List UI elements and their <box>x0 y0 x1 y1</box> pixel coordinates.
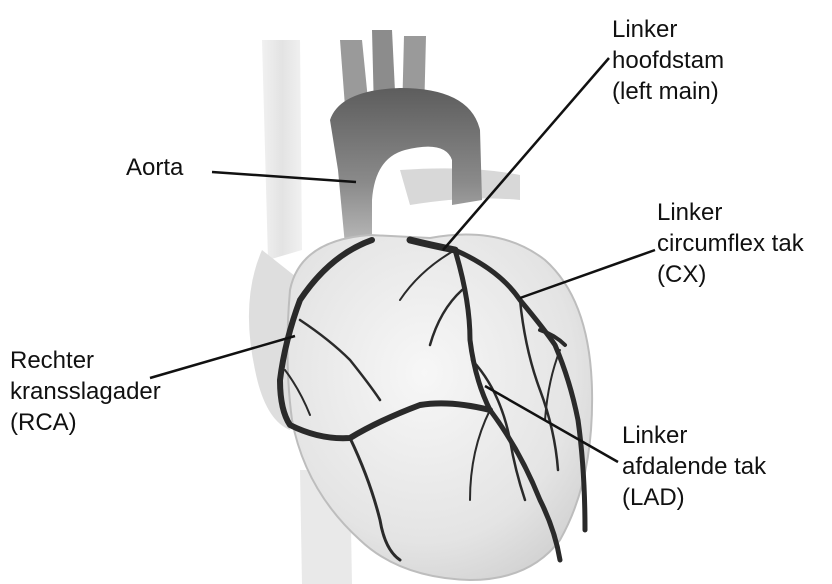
label-cx-line-2: circumflex tak <box>657 228 804 259</box>
label-cx-line-1: Linker <box>657 197 804 228</box>
label-lad: Linker afdalende tak (LAD) <box>622 420 766 513</box>
label-left-main-line-1: Linker <box>612 14 724 45</box>
label-cx-line-3: (CX) <box>657 259 804 290</box>
label-left-main: Linker hoofdstam (left main) <box>612 14 724 107</box>
label-left-main-line-2: hoofdstam <box>612 45 724 76</box>
label-lad-line-1: Linker <box>622 420 766 451</box>
label-rca-line-3: (RCA) <box>10 407 161 438</box>
label-cx: Linker circumflex tak (CX) <box>657 197 804 290</box>
label-aorta: Aorta <box>126 152 183 183</box>
label-lad-line-3: (LAD) <box>622 482 766 513</box>
label-rca-line-1: Rechter <box>10 345 161 376</box>
label-aorta-line-1: Aorta <box>126 152 183 183</box>
label-rca-line-2: kransslagader <box>10 376 161 407</box>
aortic-arch <box>330 88 482 245</box>
label-lad-line-2: afdalende tak <box>622 451 766 482</box>
label-left-main-line-3: (left main) <box>612 76 724 107</box>
superior-vena-cava <box>262 40 302 260</box>
label-rca: Rechter kransslagader (RCA) <box>10 345 161 438</box>
